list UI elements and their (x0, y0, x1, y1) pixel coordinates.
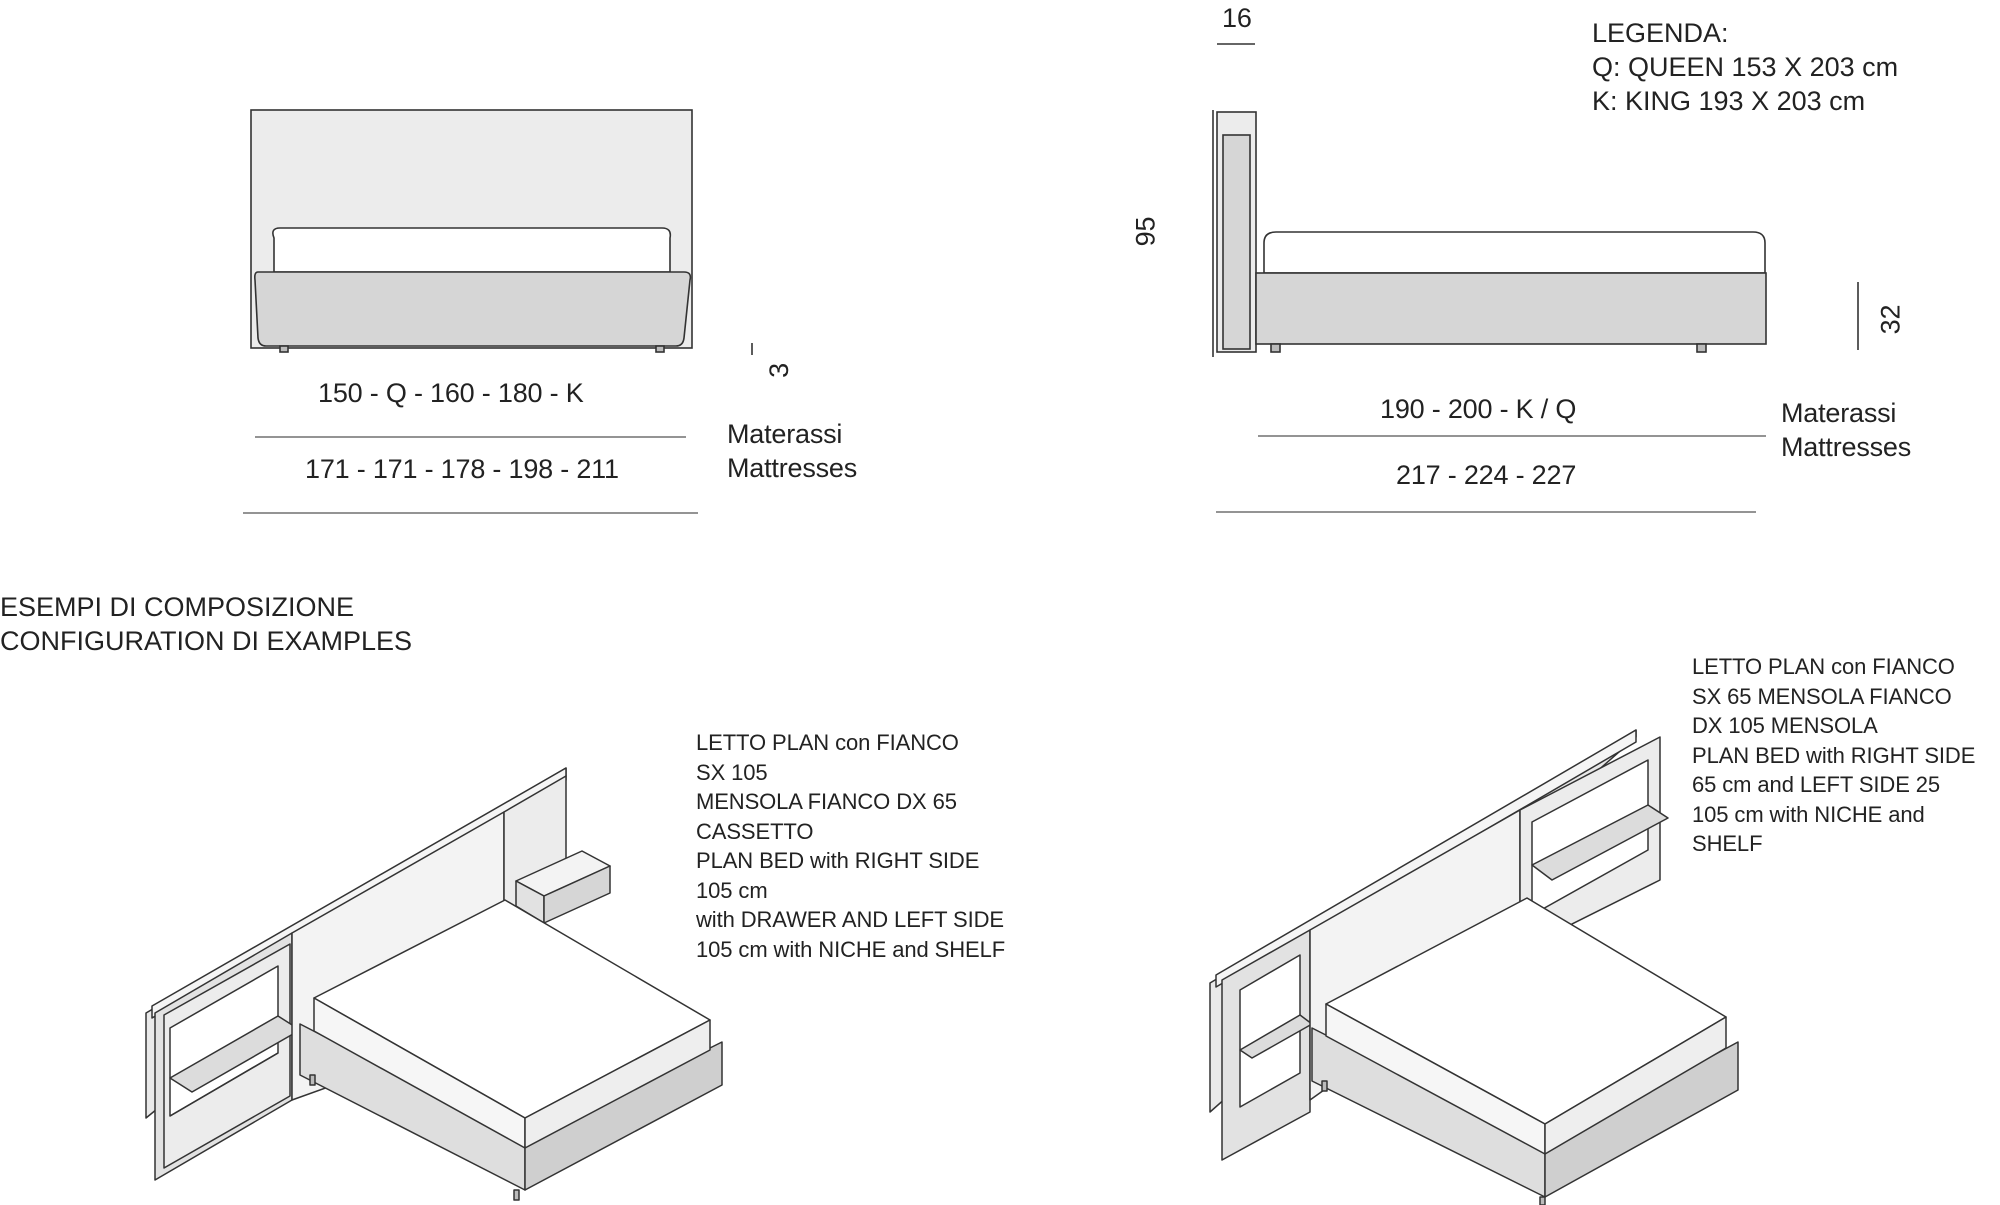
side-frame-height: 32 (1875, 304, 1906, 335)
section-title-en: CONFIGURATION DI EXAMPLES (0, 626, 413, 656)
side-headboard-thickness: 16 (1222, 3, 1252, 33)
foot-side-right (1696, 343, 1707, 353)
side-view-drawing (1212, 43, 1859, 357)
headboard-cushion-side (1222, 134, 1251, 350)
example-right-line: PLAN BED with RIGHT SIDE (1692, 742, 1976, 768)
example-right-line: SX 65 MENSOLA FIANCO (1692, 683, 1952, 709)
example-left-line: LETTO PLAN con FIANCO (696, 730, 959, 755)
side-label-en: Mattresses (1781, 432, 1912, 462)
legend-title: LEGENDA: (1592, 18, 1729, 48)
foot-front-right (655, 345, 665, 353)
niche-right-small (1239, 954, 1301, 1108)
section-title-it: ESEMPI DI COMPOSIZIONE (0, 592, 355, 622)
example-right-line: DX 105 MENSOLA (1692, 713, 1878, 738)
bed-base-front (254, 271, 692, 347)
side-headboard-height: 95 (1130, 216, 1161, 247)
example-right-line: SHELF (1692, 831, 1763, 856)
section-title: ESEMPI DI COMPOSIZIONE CONFIGURATION DI … (0, 590, 412, 658)
example-right-line: LETTO PLAN con FIANCO (1692, 654, 1955, 679)
example-left-line: CASSETTO (696, 818, 814, 844)
front-view-drawing (250, 109, 753, 355)
mattress-side (1263, 231, 1766, 274)
front-foot-height: 3 (763, 363, 794, 378)
side-dimension-lines (1216, 435, 1766, 513)
example-left-line: MENSOLA FIANCO DX 65 (696, 789, 957, 814)
example-right-line: 65 cm and LEFT SIDE 25 (1692, 772, 1941, 797)
front-dimension-lines (243, 436, 698, 514)
example-left-description: LETTO PLAN con FIANCO SX 105 MENSOLA FIA… (696, 728, 1005, 964)
legend-king: K: KING 193 X 203 cm (1592, 86, 1866, 116)
composition-left (145, 767, 723, 1201)
front-label-it: Materassi (727, 419, 843, 449)
side-label-it: Materassi (1781, 398, 1897, 428)
legend-queen: Q: QUEEN 153 X 203 cm (1592, 52, 1899, 82)
foot-side-left (1270, 343, 1281, 353)
example-left-line: 105 cm (696, 877, 768, 903)
foot-front-left (279, 345, 289, 353)
bed-base-side (1255, 272, 1767, 345)
side-mattress-lengths: 190 - 200 - K / Q (1380, 394, 1577, 424)
example-left-line: 105 cm with NICHE and SHELF (696, 936, 1006, 962)
example-left-line: SX 105 (696, 759, 768, 785)
shelf-right (1531, 804, 1669, 881)
front-overall-widths: 171 - 171 - 178 - 198 - 211 (305, 454, 619, 484)
front-mattress-widths: 150 - Q - 160 - 180 - K (318, 378, 584, 408)
side-overall-lengths: 217 - 224 - 227 (1396, 460, 1577, 490)
example-left-line: with DRAWER AND LEFT SIDE (696, 907, 1005, 932)
example-right-description: LETTO PLAN con FIANCO SX 65 MENSOLA FIAN… (1692, 652, 1975, 859)
legend: LEGENDA: Q: QUEEN 153 X 203 cm K: KING 1… (1592, 16, 1898, 118)
example-right-line: 105 cm with NICHE and (1692, 801, 1925, 827)
pillow-front (272, 227, 672, 273)
composition-right (1209, 729, 1739, 1205)
front-label-en: Mattresses (727, 453, 858, 483)
example-left-line: PLAN BED with RIGHT SIDE (696, 848, 980, 873)
